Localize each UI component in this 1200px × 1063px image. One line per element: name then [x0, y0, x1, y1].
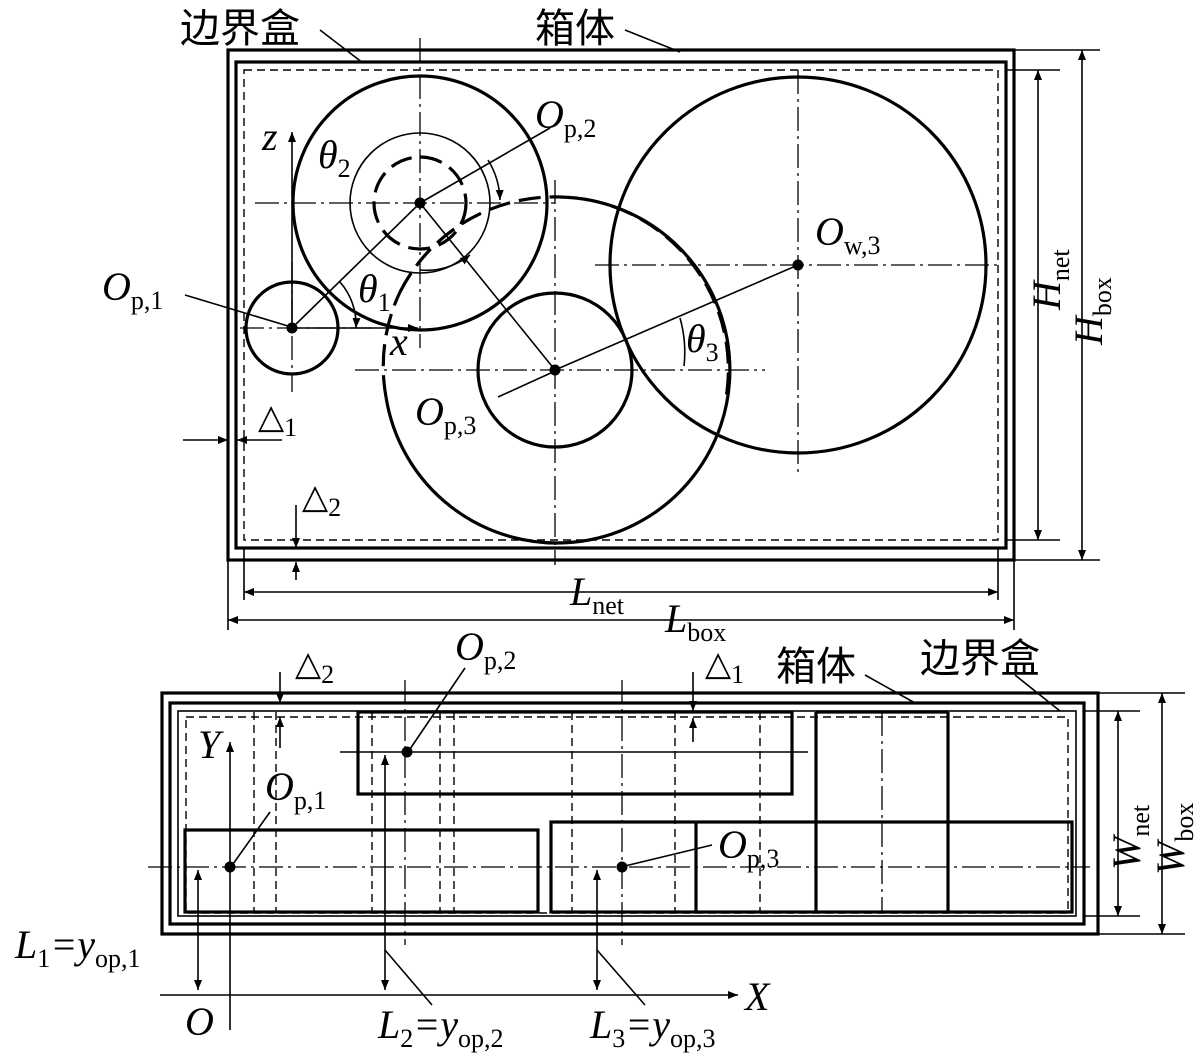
leader-housing [624, 29, 681, 53]
op1-label: Op,1 [102, 264, 163, 315]
theta3-label: θ3 [686, 316, 719, 367]
boundary-box-outline [234, 60, 1008, 550]
op2-label: Op,2 [535, 92, 596, 143]
bv-op3-label: Op,3 [718, 822, 779, 873]
ow3-label: Ow,3 [815, 209, 880, 260]
bv-center-op2 [401, 746, 413, 758]
bv-housing-label: 箱体 [776, 644, 856, 690]
h-net-label: Hnet [1024, 249, 1075, 311]
center-op3 [549, 364, 561, 376]
bottom-boundary-box-outline [168, 701, 1086, 926]
leader-boundary-box [319, 29, 364, 64]
bv-leader-op2 [409, 667, 466, 750]
l3-label: L3=yop,3 [589, 1002, 716, 1053]
leader-op1 [184, 294, 289, 327]
shaft-op1 [183, 828, 540, 914]
theta1-label: θ1 [358, 266, 391, 317]
gear-op3-large-hidden-left [381, 291, 402, 398]
top-view: 边界盒 箱体 z x θ2 θ1 θ3 Op,2 Op,1 Op,3 Ow,3 … [102, 6, 1117, 647]
center-op1 [286, 322, 298, 334]
bv-boundary-box-label: 边界盒 [920, 636, 1040, 682]
housing-outline [226, 48, 1016, 562]
delta1-label: △1 [258, 397, 297, 442]
op3-label: Op,3 [415, 389, 476, 440]
gear-op2-pinion [372, 155, 468, 251]
bv-leader-op1 [232, 811, 271, 865]
gear-ow3 [608, 75, 988, 455]
h-box-label: Hbox [1066, 277, 1117, 346]
center-op2 [414, 197, 426, 209]
shaft-op2 [356, 710, 794, 796]
axis-x-label: x [389, 319, 408, 364]
bv-leader-op3 [624, 844, 713, 867]
link-op3-ow3 [554, 264, 799, 371]
l2-leader [384, 949, 433, 1006]
w-net-label: Wnet [1104, 804, 1155, 870]
theta3-arc [679, 317, 686, 367]
delta2-label: △2 [302, 477, 341, 522]
bv-delta1-label: △1 [705, 644, 744, 689]
l-box-label: Lbox [664, 596, 726, 647]
w-box-label: Wbox [1148, 803, 1199, 875]
axis-z-label: z [261, 114, 278, 159]
bv-axis-x-label: X [743, 974, 771, 1019]
inner-net-outline [243, 69, 999, 541]
gear-op2-large [291, 74, 549, 332]
bv-axis-y-label: Y [198, 722, 224, 767]
bottom-view: △2 Op,2 △1 箱体 边界盒 Y Op,1 Op,3 L1=yop,1 O… [14, 624, 1199, 1053]
link-op1-op2 [291, 202, 421, 329]
theta2-arc [487, 159, 504, 201]
gear-op3-large-hidden-top [398, 195, 561, 293]
l2-label: L2=yop,2 [377, 1002, 504, 1053]
bv-delta2-label: △2 [295, 644, 334, 689]
gear-op3-pinion [476, 291, 634, 449]
bv-op2-label: Op,2 [455, 624, 516, 675]
bv-leader-boundary-box [1014, 674, 1061, 712]
center-ow3 [792, 259, 804, 271]
bv-leader-housing [864, 674, 916, 704]
bv-center-op3 [616, 861, 628, 873]
theta2-arc-lower [419, 254, 471, 272]
bv-op1-label: Op,1 [265, 764, 326, 815]
gear-op3-large-hidden-right [611, 204, 730, 399]
l3-leader [596, 949, 646, 1006]
top-housing-label: 箱体 [535, 6, 615, 52]
leader-op3 [497, 371, 554, 398]
gear-op2-inner-ring [349, 132, 491, 274]
theta1-arc [339, 281, 361, 329]
l1-label: L1=yop,1 [14, 922, 141, 973]
leader-op2 [419, 127, 551, 204]
theta2-label: θ2 [318, 132, 351, 183]
bottom-net-outline [185, 716, 1069, 914]
link-op2-op3 [419, 202, 556, 371]
bottom-housing-outline [160, 691, 1100, 936]
l-net-label: Lnet [569, 569, 625, 620]
top-boundary-box-label: 边界盒 [180, 6, 300, 52]
bv-origin-label: O [185, 999, 214, 1044]
shaft-op3 [549, 820, 1074, 914]
